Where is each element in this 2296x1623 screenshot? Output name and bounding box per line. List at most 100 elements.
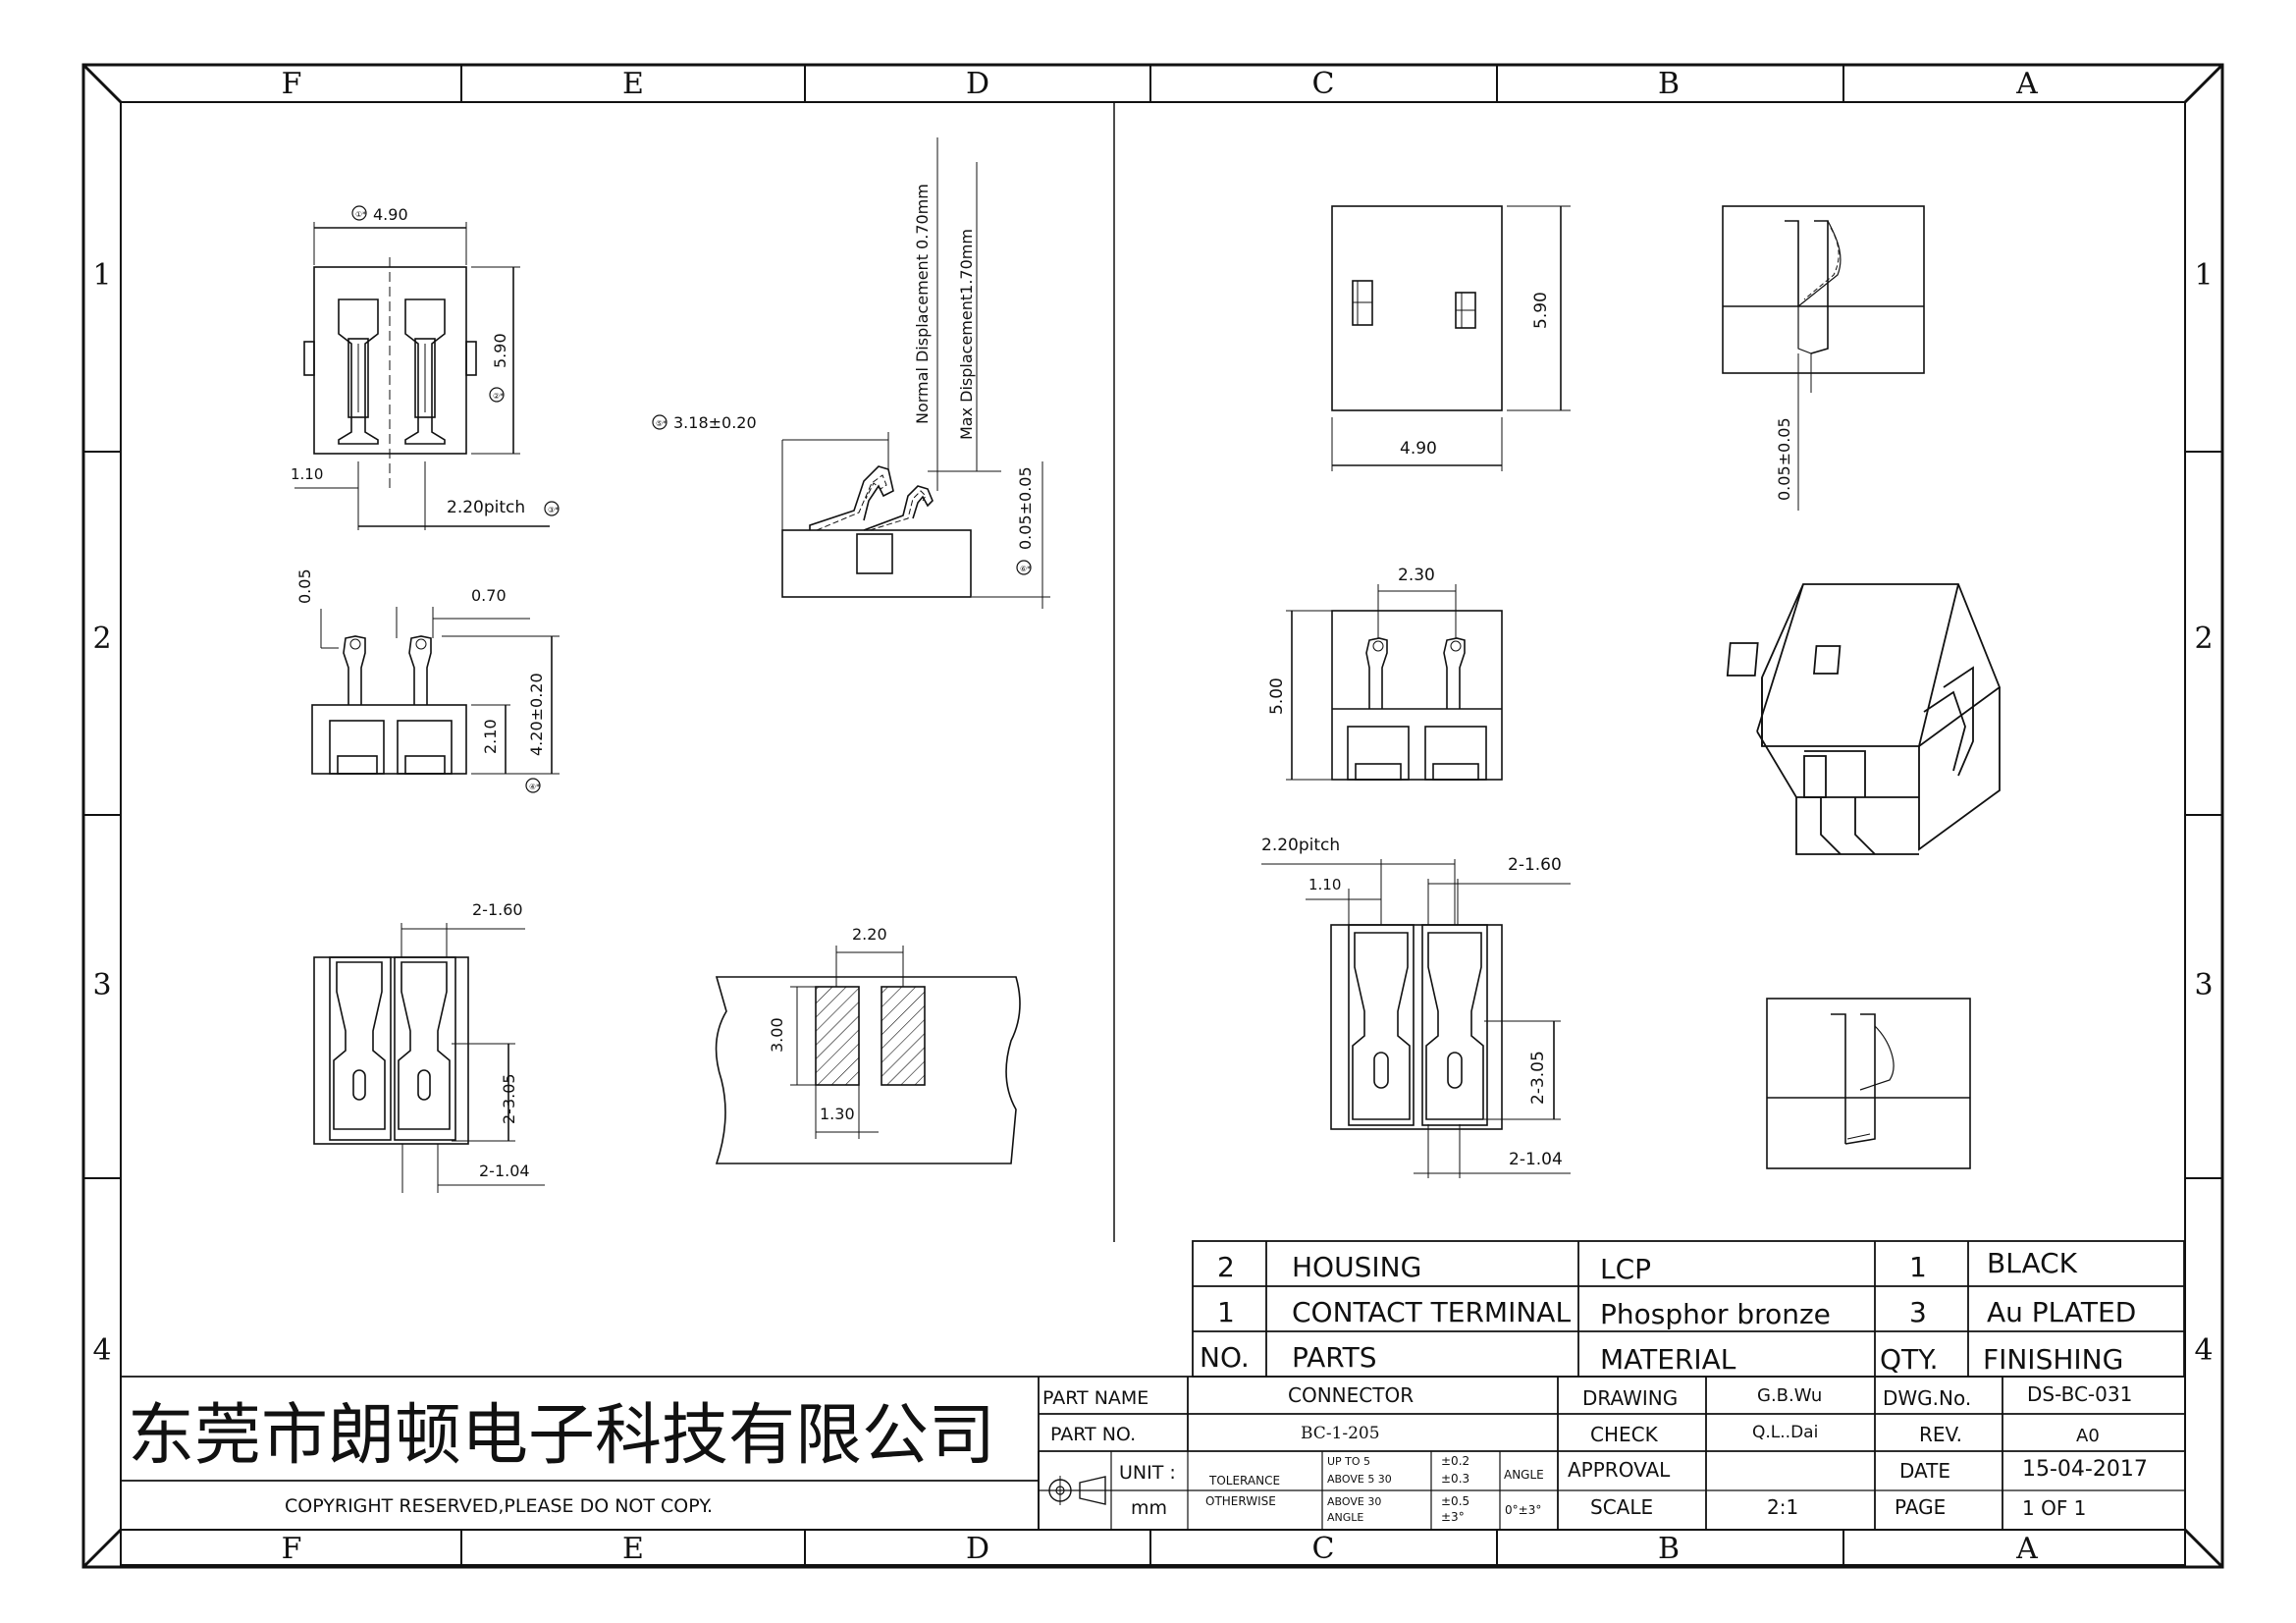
right-bottom-view	[1261, 859, 1571, 1178]
bom-row-2-material: Phosphor bronze	[1600, 1298, 1831, 1330]
part-name-label: PART NAME	[1042, 1387, 1148, 1409]
bom-row-2-no: 1	[1217, 1296, 1235, 1328]
zone-col-f-bottom: F	[282, 1532, 302, 1566]
drawing-value: G.B.Wu	[1757, 1385, 1822, 1406]
tol-row-2-value: ±0.3	[1441, 1472, 1469, 1486]
sheet-frame	[81, 63, 2224, 1569]
displacement-view	[781, 137, 1050, 609]
bom-row-2-finishing: Au PLATED	[1987, 1296, 2136, 1328]
left-top-width-dim: 4.90	[373, 205, 408, 224]
scale-label: SCALE	[1590, 1495, 1653, 1519]
check-value: Q.L..Dai	[1752, 1423, 1818, 1442]
tol-row-4-value: ±3°	[1441, 1510, 1465, 1524]
left-top-view	[294, 222, 550, 530]
left-bottom-pin-width-dim: 2-1.60	[472, 900, 523, 919]
zone-col-e-bottom: E	[622, 1532, 644, 1566]
approval-label: APPROVAL	[1568, 1458, 1671, 1482]
zone-col-d-top: D	[966, 67, 989, 101]
left-bottom-pin-tip-dim: 2-1.04	[479, 1162, 530, 1180]
page-label: PAGE	[1895, 1495, 1946, 1519]
unit-label: UNIT :	[1119, 1462, 1176, 1484]
pcb-pad-pitch-dim: 2.20	[852, 925, 887, 944]
title-block	[121, 1376, 2185, 1530]
angle-value: 0°±3°	[1505, 1503, 1541, 1517]
part-no-label: PART NO.	[1050, 1424, 1136, 1445]
left-side-offset-dim: 0.05	[295, 568, 314, 604]
left-side-height-dim: 4.20±0.20	[527, 673, 546, 756]
left-side-view	[311, 607, 560, 775]
left-pitch-dim: 2.20pitch	[447, 498, 525, 517]
bom-row-1-no: 2	[1217, 1251, 1235, 1283]
zone-col-a-bottom: A	[2015, 1532, 2038, 1566]
zone-row-3-left: 3	[92, 968, 111, 1002]
badge-3: ③*	[548, 506, 559, 514]
tol-row-3-value: ±0.5	[1441, 1494, 1469, 1508]
tol-row-1-value: ±0.2	[1441, 1454, 1469, 1468]
bom-row-1-material: LCP	[1600, 1253, 1651, 1285]
displacement-free-height-dim: 3.18±0.20	[673, 413, 757, 432]
left-offset-dim: 1.10	[291, 465, 323, 483]
bom-header-part: PARTS	[1292, 1341, 1377, 1374]
zone-row-2-right: 2	[2194, 622, 2213, 656]
unit-value: mm	[1131, 1497, 1167, 1519]
bom-row-1-part: HOUSING	[1292, 1251, 1421, 1283]
otherwise-label: OTHERWISE	[1205, 1494, 1276, 1508]
zone-row-3-right: 3	[2194, 968, 2213, 1002]
date-label: DATE	[1899, 1459, 1950, 1483]
dwg-no-value: DS-BC-031	[2027, 1382, 2132, 1406]
page-value: 1 OF 1	[2022, 1496, 2086, 1520]
zone-col-b-bottom: B	[1658, 1532, 1680, 1566]
scale-value: 2:1	[1767, 1495, 1798, 1519]
bom-rows: 2 HOUSING LCP 1 BLACK 1 CONTACT TERMINAL…	[1200, 1247, 2136, 1376]
right-bottom-pin-width-dim: 2-1.60	[1508, 855, 1562, 875]
right-front-pitch-dim: 2.30	[1398, 566, 1435, 585]
zone-row-4-left: 4	[92, 1333, 111, 1368]
tol-row-4-range: ANGLE	[1327, 1511, 1363, 1524]
zone-col-e-top: E	[622, 67, 644, 101]
rev-value: A0	[2076, 1426, 2100, 1446]
right-section-view-top	[1722, 205, 1925, 511]
right-top-view	[1331, 205, 1571, 471]
left-side-pin-dim: 0.70	[471, 586, 507, 605]
zone-col-f-top: F	[282, 67, 302, 101]
date-value: 15-04-2017	[2022, 1457, 2148, 1482]
right-front-view	[1286, 584, 1503, 781]
zone-row-4-right: 4	[2194, 1333, 2213, 1368]
right-bottom-offset-dim: 1.10	[1308, 876, 1341, 893]
dwg-no-label: DWG.No.	[1883, 1386, 1971, 1410]
left-bottom-length-dim: 2-3.05	[500, 1073, 518, 1124]
right-isometric-view	[1726, 583, 2002, 855]
right-top-width-dim: 4.90	[1400, 439, 1437, 459]
pcb-layout-view	[715, 946, 1021, 1164]
pcb-pad-height-dim: 3.00	[768, 1017, 786, 1053]
displacement-max-label: Max Displacement1.70mm	[957, 229, 976, 440]
badge-1: ①*	[355, 210, 366, 219]
bom-header-material: MATERIAL	[1600, 1343, 1736, 1376]
zone-row-1-right: 1	[2194, 258, 2213, 293]
tol-row-3-range: ABOVE 30	[1327, 1495, 1381, 1508]
tol-row-1-range: UP TO 5	[1327, 1455, 1370, 1468]
zone-col-c-top: C	[1312, 67, 1335, 101]
left-bottom-view	[313, 923, 545, 1193]
right-section-tolerance-dim: 0.05±0.05	[1775, 417, 1793, 501]
part-no-value: BC-1-205	[1301, 1424, 1380, 1443]
zone-col-b-top: B	[1658, 67, 1680, 101]
badge-2: ②*	[493, 392, 504, 401]
bom-row-2-qty: 3	[1909, 1296, 1927, 1328]
pcb-pad-width-dim: 1.30	[820, 1105, 855, 1123]
tolerance-label: TOLERANCE	[1208, 1474, 1280, 1488]
zone-row-1-left: 1	[92, 258, 111, 293]
bom-row-1-qty: 1	[1909, 1251, 1927, 1283]
bom-row-2-part: CONTACT TERMINAL	[1292, 1296, 1571, 1328]
drawing-label: DRAWING	[1582, 1386, 1678, 1410]
check-label: CHECK	[1590, 1423, 1659, 1446]
right-bottom-pitch-dim: 2.20pitch	[1261, 836, 1340, 855]
zone-row-2-left: 2	[92, 622, 111, 656]
left-side-body-dim: 2.10	[481, 719, 500, 754]
angle-label: ANGLE	[1504, 1468, 1544, 1482]
left-top-height-dim: 5.90	[491, 333, 509, 368]
right-section-view-bottom	[1766, 998, 1971, 1169]
bom-header-finishing: FINISHING	[1983, 1343, 2123, 1376]
copyright-notice: COPYRIGHT RESERVED,PLEASE DO NOT COPY.	[285, 1495, 713, 1517]
